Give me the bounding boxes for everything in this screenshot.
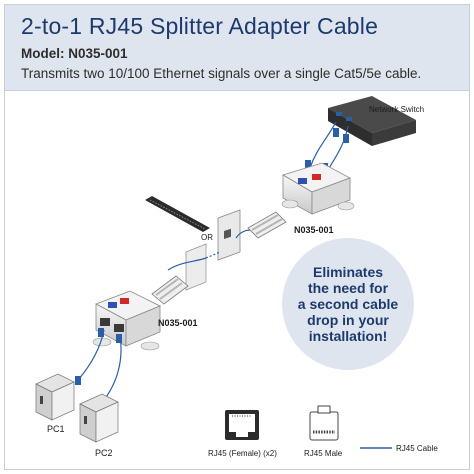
pc2-tower — [79, 393, 119, 443]
legend-rj45-male-icon — [309, 405, 339, 441]
port-red — [312, 174, 321, 180]
splitter-bottom-label: N035-001 — [158, 318, 198, 328]
port-female — [114, 324, 124, 332]
legend-male-label: RJ45 Male — [304, 449, 343, 458]
legend-female-label: RJ45 (Female) (x2) — [208, 449, 277, 458]
page-title: 2-to-1 RJ45 Splitter Adapter Cable — [21, 13, 379, 39]
pc1-label: PC1 — [47, 424, 65, 434]
rj45-plug — [98, 328, 104, 337]
splitter-top-label: N035-001 — [294, 225, 334, 235]
or-label: OR — [201, 233, 213, 242]
legend-rj45-female-icon — [225, 410, 259, 440]
splitter-bottom-male-plug — [151, 275, 189, 305]
rj45-plug — [75, 376, 81, 385]
rj45-plug — [333, 128, 339, 137]
network-switch-label: Network Switch — [369, 105, 424, 114]
splitter-top — [281, 162, 355, 215]
rj45-plug — [116, 334, 122, 343]
port-red — [120, 298, 129, 304]
wall-plate — [217, 209, 241, 261]
punch-down-block — [145, 196, 210, 232]
callout-bubble: Eliminates the need for a second cable d… — [282, 238, 414, 370]
pc2-label: PC2 — [95, 448, 113, 458]
rj45-plug — [305, 160, 311, 169]
product-description: Transmits two 10/100 Ethernet signals ov… — [21, 66, 422, 81]
port-female — [100, 318, 110, 326]
cable-switch-to-splitter — [309, 121, 349, 171]
model-number: Model: N035-001 — [21, 46, 128, 61]
splitter-bottom — [92, 290, 161, 351]
pc1-tower — [35, 373, 75, 421]
port-blue — [108, 302, 117, 308]
splitter-top-male-plug — [247, 211, 287, 239]
header-banner: 2-to-1 RJ45 Splitter Adapter Cable Model… — [5, 5, 469, 91]
port-blue — [298, 178, 307, 184]
legend-cable-label: RJ45 Cable — [396, 444, 438, 453]
cable-wall-run — [167, 229, 251, 271]
callout-text: Eliminates the need for a second cable d… — [297, 264, 399, 344]
rj45-plug — [343, 134, 349, 143]
wall-plate-small — [185, 243, 207, 291]
network-switch — [328, 96, 416, 146]
